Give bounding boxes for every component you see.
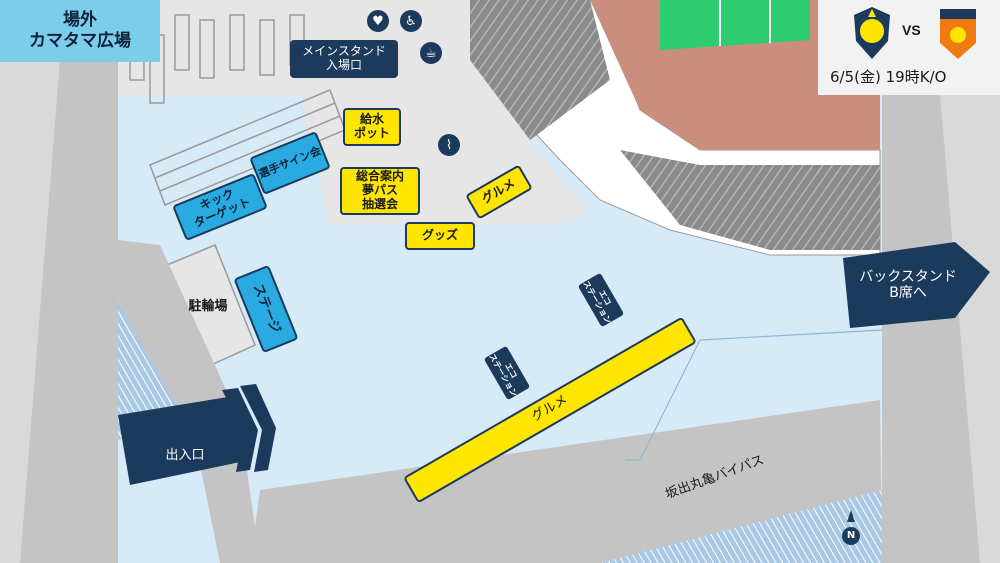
water-pot-label: 給水 ポット (343, 108, 401, 146)
info-center-label: 総合案内 夢パス 抽選会 (340, 167, 420, 215)
gourmet-large-bar (404, 317, 696, 503)
path-lines (625, 329, 883, 461)
entrance-label: 出入口 (165, 447, 205, 463)
left-road (118, 240, 260, 563)
away-emblem-icon (940, 9, 976, 59)
main-stand-entrance-label: メインスタンド 入場口 (290, 40, 398, 78)
aed-icon: ♥ (367, 10, 389, 32)
goods-label: グッズ (405, 222, 475, 250)
back-stand-arrow (843, 242, 990, 328)
bicycle-parking-label: 駐輪場 (188, 298, 228, 314)
title-line1: 場外 (63, 9, 97, 30)
home-emblem-icon (854, 7, 890, 59)
map-title: 場外 カマタマ広場 (0, 0, 160, 62)
drink-icon: ☕ (420, 42, 442, 64)
vs-label: VS (902, 22, 921, 38)
lower-right-field (600, 490, 882, 563)
match-datetime: 6/5(金) 19時K/O (830, 68, 947, 86)
bypass-road (250, 400, 882, 563)
north-compass-icon (842, 510, 860, 545)
smoking-icon: ⌇ (438, 134, 460, 156)
stadium (469, 0, 881, 256)
title-line2: カマタマ広場 (29, 31, 131, 51)
match-info: VS 6/5(金) 19時K/O (818, 0, 1000, 95)
wheelchair-icon: ♿ (400, 10, 422, 32)
entrance-arrow (118, 384, 276, 485)
background-columns (20, 60, 980, 563)
back-stand-label: バックスタンド B席へ (859, 268, 957, 301)
north-label: N (846, 530, 856, 542)
